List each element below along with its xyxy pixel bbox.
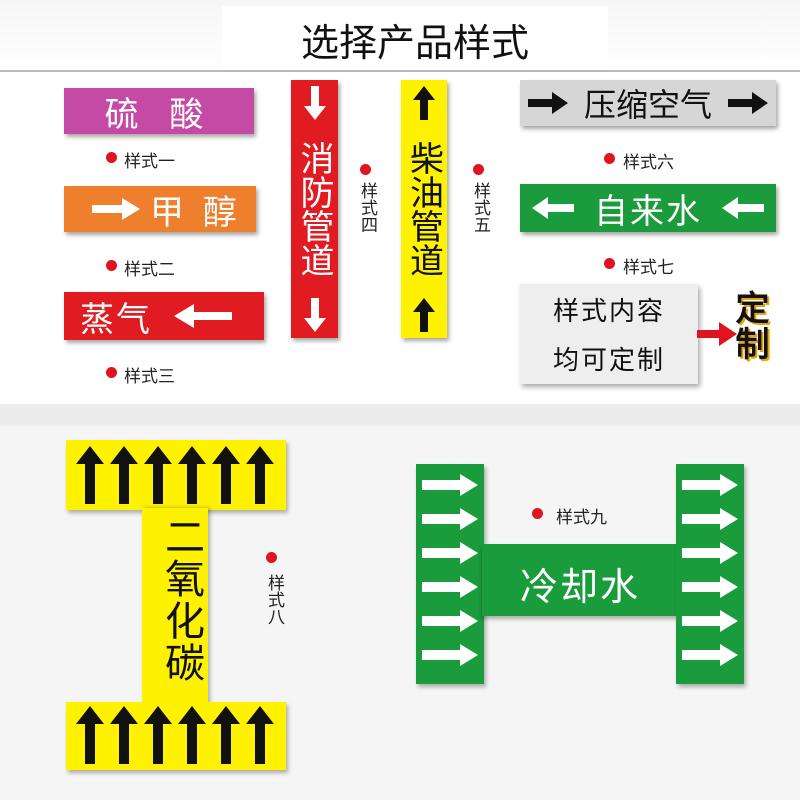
style-9-right-bar (676, 464, 744, 684)
style-3-dot (106, 367, 117, 378)
style-3-caption: 样式三 (124, 367, 175, 387)
right-arrow-column-left (422, 474, 478, 674)
style-8-sign[interactable]: 二氧化碳 (66, 440, 286, 770)
right-arrow-icon (727, 92, 768, 114)
style-8-stem (142, 508, 208, 704)
style-7-dot (604, 258, 615, 269)
panel-gap (0, 404, 800, 426)
style-1-text: 硫 酸 (104, 94, 214, 135)
style-2-label[interactable]: 甲 醇 (64, 186, 256, 233)
style-6-label[interactable]: 压缩空气 (520, 80, 776, 126)
style-5-dot (473, 164, 484, 175)
left-arrow-icon (722, 197, 764, 219)
left-arrow-icon (532, 197, 574, 219)
style-6-caption: 样式六 (623, 153, 674, 173)
style-5-text: 柴油管道 (403, 141, 444, 277)
style-2-caption: 样式二 (124, 260, 175, 280)
style-7-caption: 样式七 (623, 258, 674, 278)
style-9-dot (532, 508, 543, 519)
style-7-text: 自来水 (594, 191, 702, 232)
style-3-text: 蒸气 (80, 299, 152, 340)
style-3-label[interactable]: 蒸气 (64, 292, 264, 340)
style-9-middle-bar (482, 544, 678, 616)
style-2-text: 甲 醇 (150, 192, 241, 233)
style-4-text: 消防管道 (294, 141, 334, 277)
down-arrow-icon (303, 298, 326, 332)
header-divider (0, 70, 800, 72)
style-8-text: 二氧化碳 (158, 516, 204, 684)
style-9-sign[interactable]: 冷却水 (416, 464, 744, 684)
style-9-left-bar (416, 464, 484, 684)
custom-content-box: 样式内容 均可定制 (520, 284, 698, 384)
style-4-label[interactable]: 消防管道 (291, 80, 338, 338)
style-1-label[interactable]: 硫 酸 (64, 88, 254, 135)
up-arrow-icon (413, 298, 435, 332)
up-arrow-row-bottom (74, 706, 280, 764)
style-5-label[interactable]: 柴油管道 (401, 80, 447, 338)
style-5-caption: 样式五 (470, 182, 490, 233)
title-box (222, 6, 608, 70)
custom-line-1: 样式内容 (552, 297, 665, 327)
up-arrow-row-top (74, 446, 280, 504)
left-arrow-icon (174, 304, 232, 328)
up-arrow-icon (413, 86, 435, 120)
right-arrow-icon (528, 92, 568, 114)
style-6-text: 压缩空气 (583, 86, 712, 124)
style-9-text: 冷却水 (519, 565, 640, 609)
custom-line-2: 均可定制 (552, 346, 665, 376)
right-arrow-column-right (682, 474, 738, 674)
style-1-dot (106, 152, 117, 163)
style-8-caption: 样式八 (264, 574, 284, 625)
style-2-dot (106, 260, 117, 271)
style-8-bottom-bar (66, 702, 286, 770)
page-title: 选择产品样式 (300, 21, 529, 65)
down-arrow-icon (303, 86, 326, 120)
style-4-caption: 样式四 (357, 182, 377, 233)
style-6-dot (604, 153, 615, 164)
style-4-dot (360, 164, 371, 175)
right-arrow-icon (697, 322, 737, 346)
style-8-top-bar (66, 440, 286, 510)
style-1-caption: 样式一 (124, 152, 175, 172)
style-7-label[interactable]: 自来水 (520, 184, 776, 232)
right-arrow-icon (92, 198, 140, 220)
style-9-caption: 样式九 (556, 508, 607, 528)
customize-tag: 定制 (729, 290, 769, 362)
style-8-dot (266, 552, 277, 563)
